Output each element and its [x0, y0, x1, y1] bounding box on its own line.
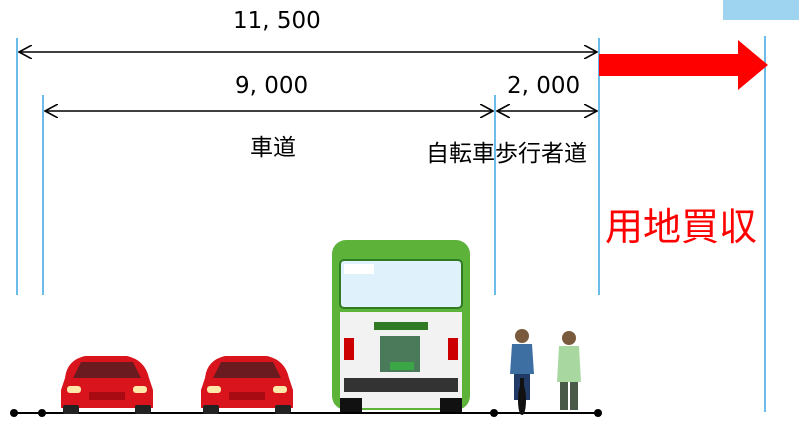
car-icon: [201, 356, 293, 414]
red-arrow-icon: [599, 40, 768, 90]
dimension-label-roadway: 9, 000: [235, 73, 309, 99]
dimension-label-bike-ped: 2, 000: [507, 73, 581, 99]
cyclist-icon: [510, 329, 534, 415]
header-tab: [723, 0, 799, 20]
pedestrian-icon: [557, 331, 581, 410]
label-bike-ped: 自転車歩行者道: [426, 141, 587, 167]
ground-line: [10, 409, 602, 417]
car-icon: [61, 356, 153, 414]
label-roadway: 車道: [250, 135, 296, 161]
bus-icon: [332, 240, 470, 412]
label-land-acquisition: 用地買収: [605, 205, 758, 249]
dimension-label-total: 11, 500: [233, 8, 321, 34]
